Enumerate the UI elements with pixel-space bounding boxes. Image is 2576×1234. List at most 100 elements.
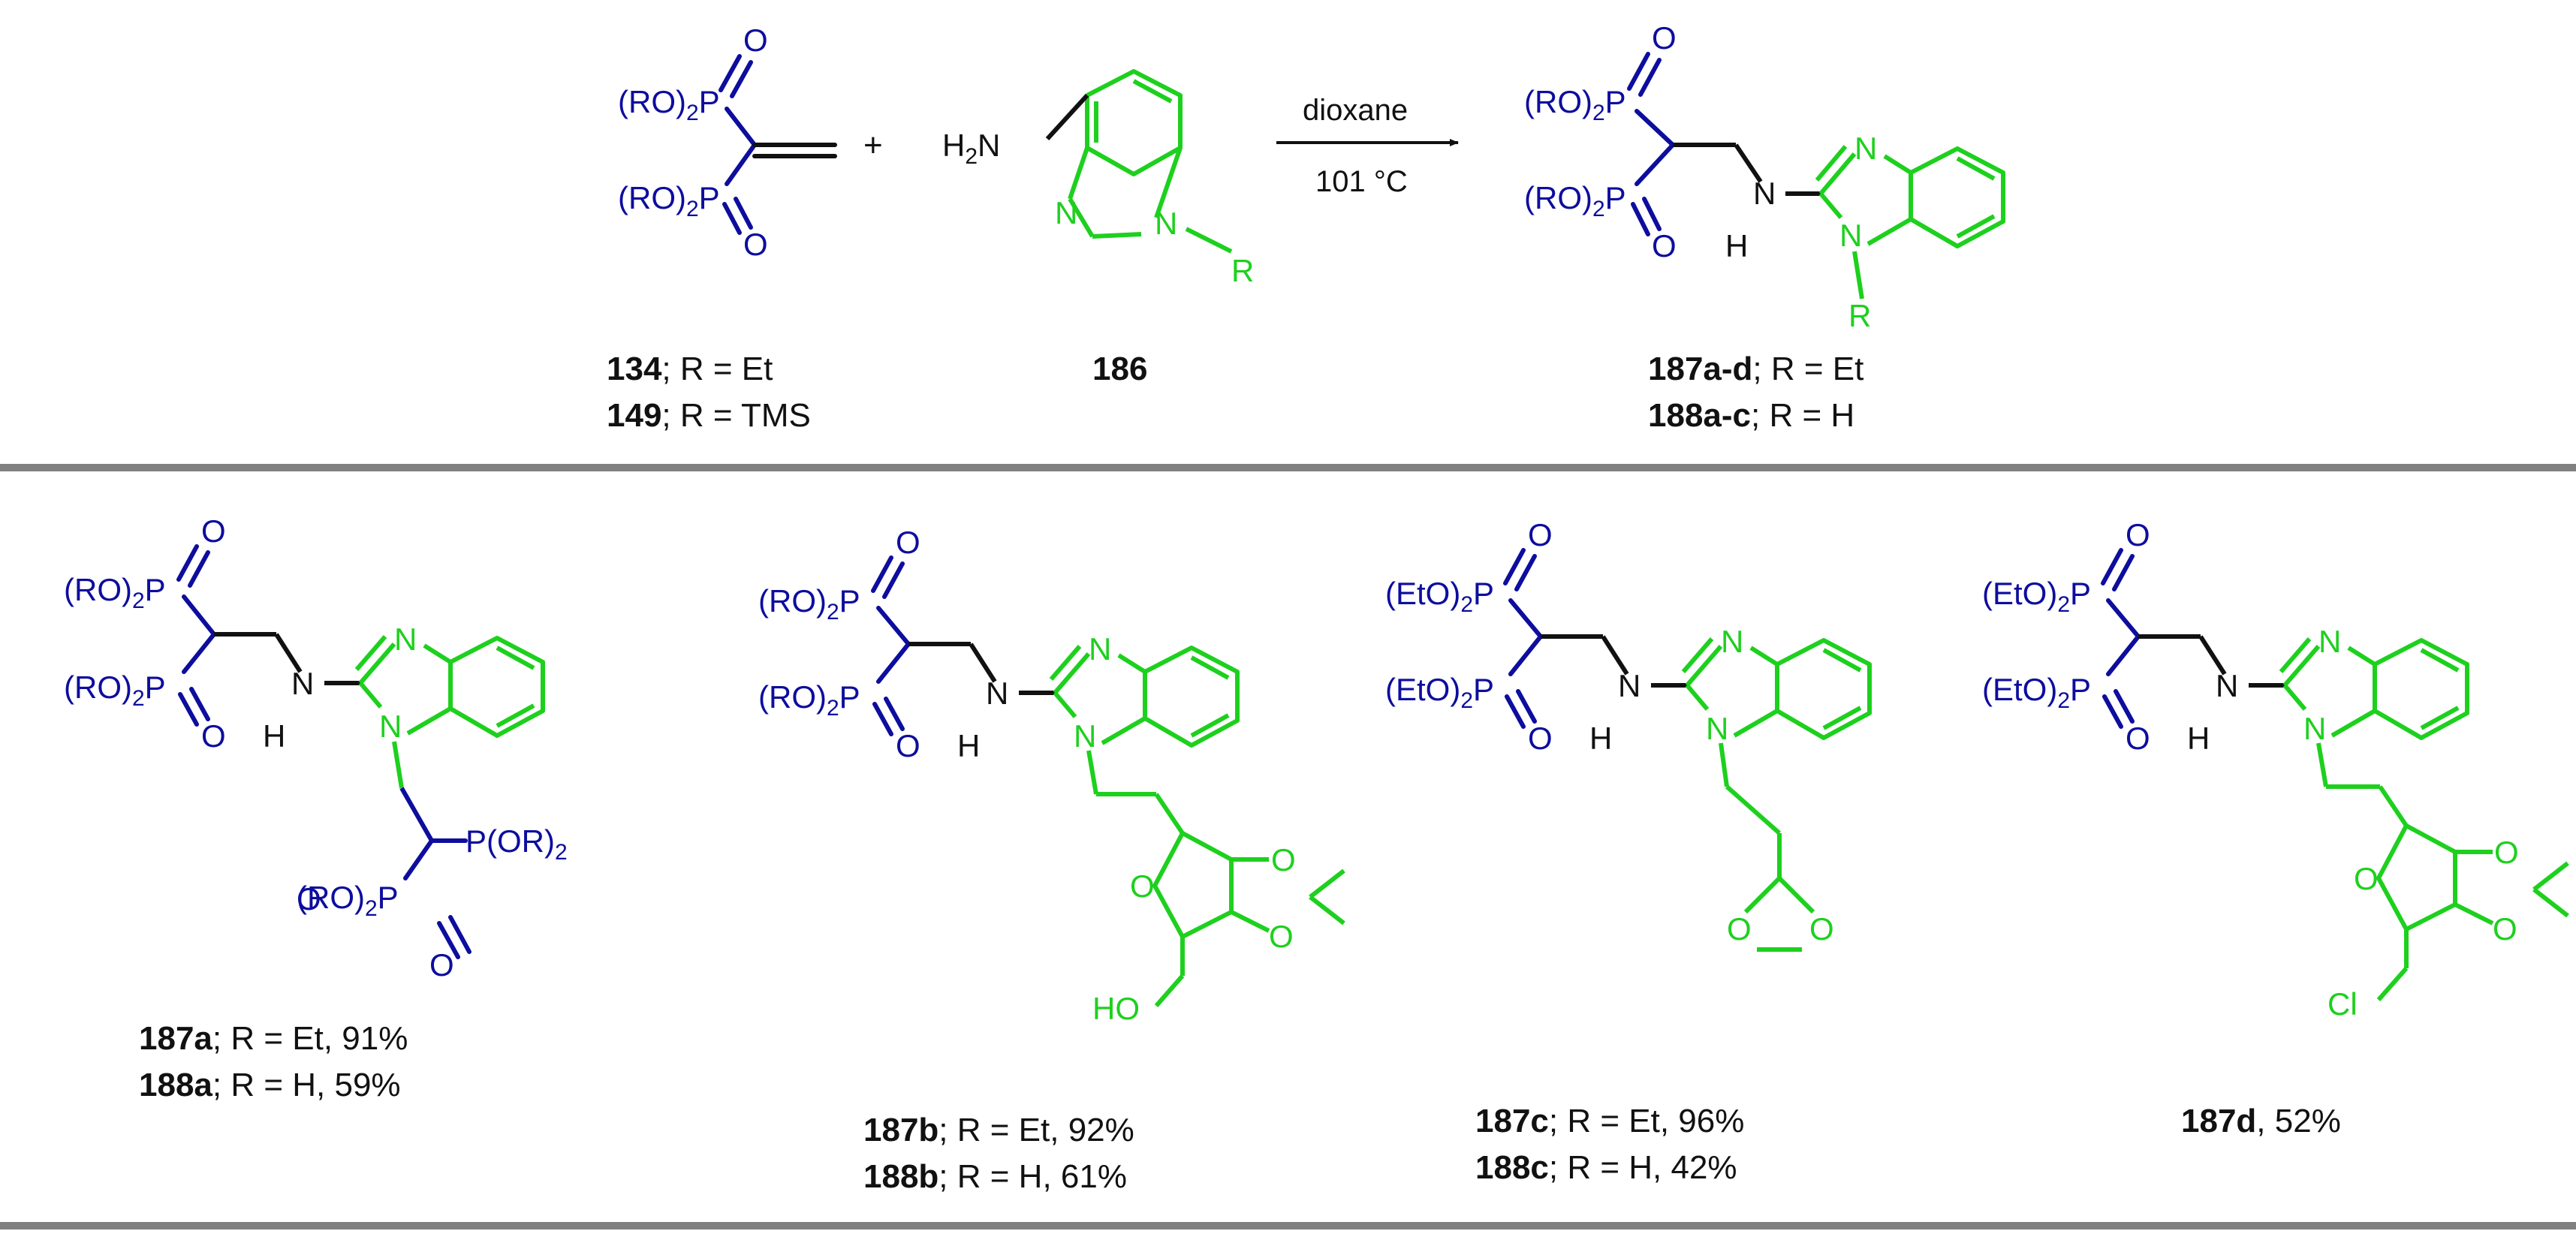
compound-description: ; R = H, 61% [939,1158,1127,1195]
ro-group: (RO) [618,84,686,119]
hydrogen-atom: H [942,128,965,163]
compound-description: ; R = Et, 92% [939,1112,1134,1148]
phosphorus-atom: P [145,572,166,607]
nitrogen-atom: N [1839,218,1862,253]
ro-group: (RO) [758,679,827,715]
reaction-arrow: dioxane 101 °C [1276,94,1459,198]
product-structure: (RO)2P (RO)2P O O N H N N R [1524,20,2005,333]
reactant-label-benzimidazole: 186 [1092,351,1147,387]
r-group: R [1848,298,1871,333]
svg-text:134; R = Et: 134; R = Et [607,351,773,387]
phosphorus-atom: P [699,180,720,215]
eto-group: (EtO) [1982,576,2057,611]
oxygen-atom: O [1528,721,1553,756]
subscript: 2 [1592,197,1605,221]
subscript: 2 [827,600,839,625]
example-label-b: 187b; R = Et, 92% 188b; R = H, 61% [863,1112,1134,1195]
svg-text:(EtO)2P: (EtO)2P [1385,672,1494,713]
svg-text:187b; R = Et, 92%: 187b; R = Et, 92% [863,1112,1134,1148]
phosphorus-atom: P [2070,576,2091,611]
oxygen-atom: O [743,227,768,262]
oxygen-atom: O [297,881,321,916]
compound-description: ; R = TMS [661,397,810,434]
phosphorus-atom: P [1605,84,1626,119]
oxygen-atom: O [896,525,920,560]
oxygen-atom: O [743,23,768,58]
compound-description: ; R = Et [1752,351,1863,387]
compound-number: 187d [2181,1103,2256,1139]
svg-text:(RO)2P: (RO)2P [1524,84,1626,125]
hydrogen-atom: H [957,728,980,763]
oxygen-atom: O [2126,721,2150,756]
chlorine-atom: Cl [2327,986,2358,1022]
nitrogen-atom: N [1753,176,1776,211]
svg-text:187a; R = Et, 91%: 187a; R = Et, 91% [139,1020,408,1057]
aminobenzimidazole: N N R H2N [942,69,1254,288]
svg-text:188a; R = H, 59%: 188a; R = H, 59% [139,1067,401,1103]
nitrogen-atom: N [1721,624,1743,659]
svg-text:(RO)2P: (RO)2P [758,583,860,625]
reactant-label-bisphosphonate: 134; R = Et 149; R = TMS [607,351,811,434]
oxygen-atom: O [1727,911,1752,947]
nitrogen-atom: N [291,666,314,701]
hydrogen-atom: H [1589,721,1612,756]
subscript: 2 [686,101,699,125]
subscript: 2 [132,588,145,613]
hydrogen-atom: H [2187,721,2210,756]
vinylidene-bisphosphonate: (RO)2P (RO)2P O O [618,23,837,262]
subscript: 2 [2057,688,2070,713]
svg-text:149; R = TMS: 149; R = TMS [607,397,811,434]
svg-text:(RO)2P: (RO)2P [64,670,166,711]
oxygen-atom: O [1652,228,1677,263]
subscript: 2 [827,696,839,721]
nitrogen-atom: N [1155,206,1177,241]
phosphorus-atom: P [699,84,720,119]
product-label: 187a-d; R = Et 188a-c; R = H [1648,351,1863,434]
svg-text:188c; R = H, 42%: 188c; R = H, 42% [1475,1149,1737,1186]
svg-text:187d, 52%: 187d, 52% [2181,1103,2341,1139]
nitrogen-atom: N [2318,624,2341,659]
example-label-c: 187c; R = Et, 96% 188c; R = H, 42% [1475,1103,1744,1186]
svg-text:(RO)2P: (RO)2P [1524,180,1626,221]
hydrogen-atom: H [1725,228,1748,263]
oxygen-atom: O [2493,911,2517,947]
nitrogen-atom: N [2303,711,2326,746]
structure-187b: (RO)2P (RO)2P O O N H N N O O O HO [758,525,1345,1026]
compound-number: 187c [1475,1103,1549,1139]
oxygen-atom: O [429,947,454,983]
oxygen-atom: O [2354,861,2379,896]
compound-description: ; R = H, 59% [212,1067,401,1103]
phosphorus-atom: P [2070,672,2091,707]
compound-description: ; R = Et, 96% [1549,1103,1744,1139]
svg-text:(RO)2P: (RO)2P [618,84,720,125]
compound-description: , 52% [2256,1103,2341,1139]
compound-number: 187a [139,1020,212,1057]
svg-text:(RO)2P: (RO)2P [618,180,720,221]
phosphorus-atom: P [145,670,166,705]
conditions-solvent: dioxane [1303,94,1408,127]
divider-bottom [0,1222,2576,1229]
oxygen-atom: O [896,728,920,763]
subscript: 2 [965,144,978,169]
structure-187c: (EtO)2P (EtO)2P O O N H N N O O [1385,517,1872,952]
structure-187a: (RO)2P (RO)2P O O O P(OR)2 (RO)2P O N H … [64,513,568,983]
compound-number: 134 [607,351,662,387]
structure-187d: (EtO)2P (EtO)2P O O N H N N O O O Cl [1982,517,2569,1022]
eto-group: (EtO) [1982,672,2057,707]
svg-text:(EtO)2P: (EtO)2P [1385,576,1494,617]
phosphorus-atom: P [378,880,399,915]
plus-sign: + [863,127,883,164]
compound-number: 187b [863,1112,939,1148]
hydroxyl-group: HO [1092,991,1140,1026]
nitrogen-atom: N [2216,668,2238,703]
svg-text:(EtO)2P: (EtO)2P [1982,672,2091,713]
example-label-a: 187a; R = Et, 91% 188a; R = H, 59% [139,1020,408,1103]
eto-group: (EtO) [1385,672,1460,707]
ro-group: (RO) [618,180,686,215]
compound-number: 188c [1475,1149,1549,1186]
subscript: 2 [365,896,378,921]
compound-number: 187a-d [1648,351,1752,387]
svg-text:(RO)2P: (RO)2P [758,679,860,721]
oxygen-atom: O [1809,911,1834,947]
ro-group: (RO) [64,572,132,607]
